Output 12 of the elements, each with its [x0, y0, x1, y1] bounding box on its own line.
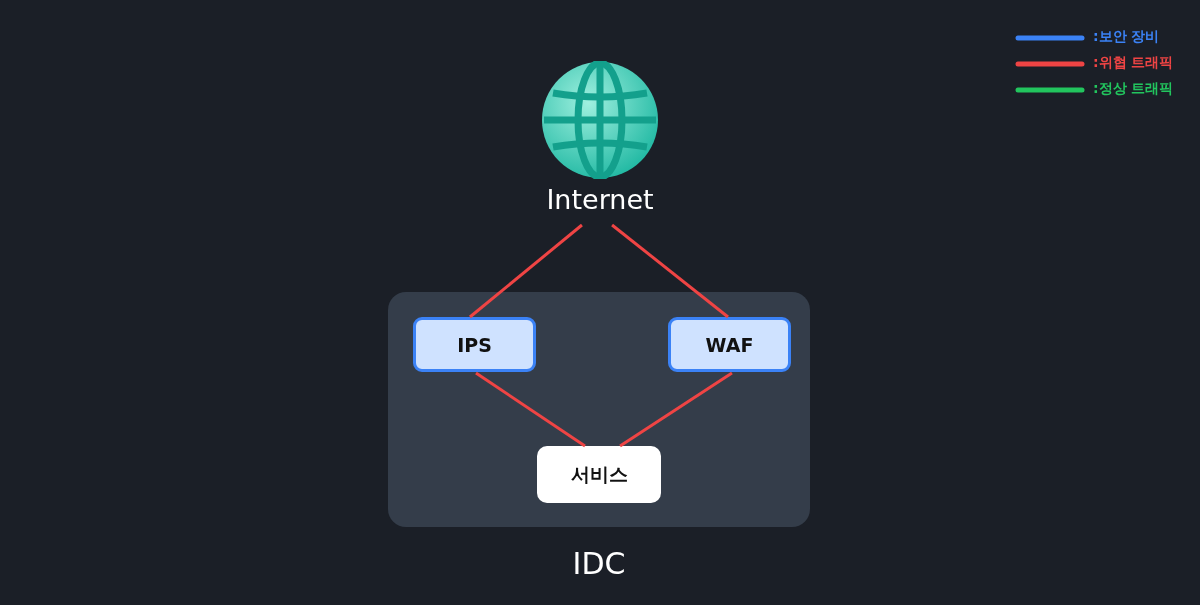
- zone-heading: IDC: [571, 546, 627, 581]
- security-device-box: WAF: [668, 317, 791, 372]
- connector-line: [619, 371, 733, 448]
- connector-line: [469, 223, 583, 319]
- security-device-box: IPS: [413, 317, 536, 372]
- legend-label: :위협 트래픽: [1093, 54, 1174, 72]
- connector-line: [611, 223, 729, 319]
- connector-line: [475, 371, 586, 448]
- service-box: 서비스: [537, 446, 661, 503]
- legend-label: :보안 장비: [1093, 28, 1160, 46]
- legend-label: :정상 트래픽: [1093, 80, 1174, 98]
- node-label: Internet: [545, 184, 655, 215]
